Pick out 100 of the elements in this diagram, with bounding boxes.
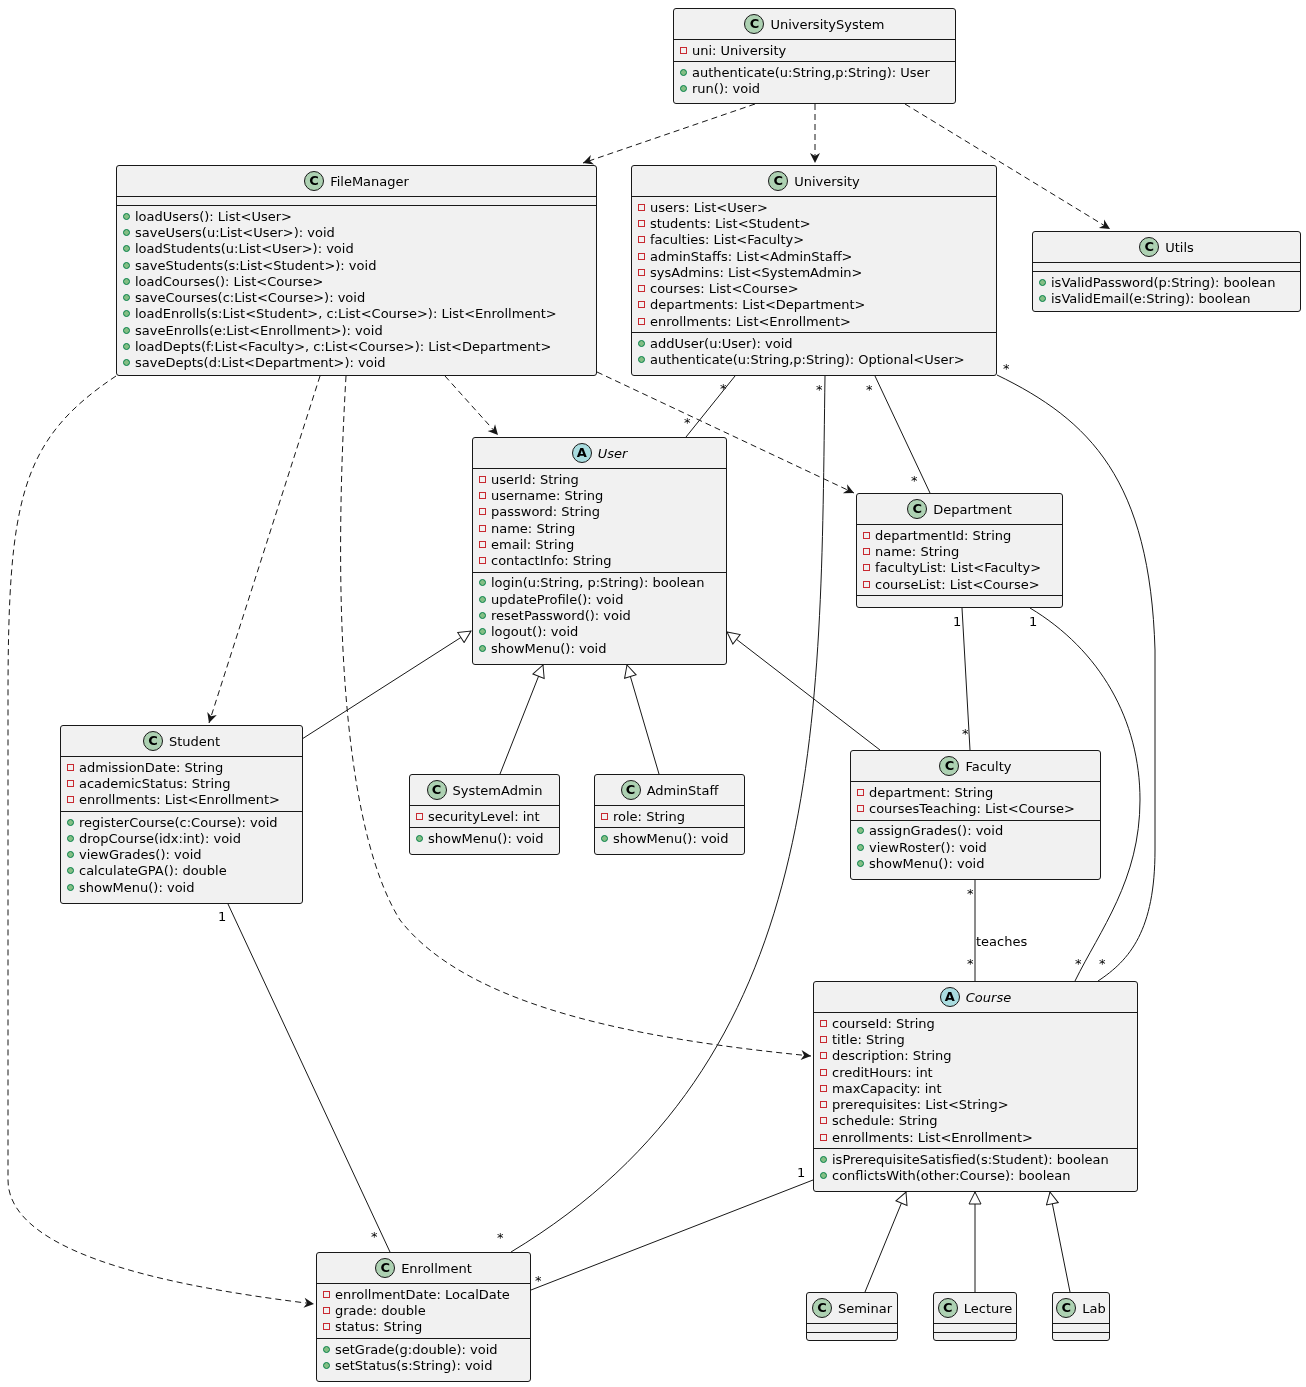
method-text: setStatus(s:String): void	[335, 1357, 493, 1373]
class-name: Lab	[1082, 1300, 1106, 1316]
class-name: Enrollment	[401, 1260, 472, 1276]
attribute-text: email: String	[491, 536, 575, 552]
attribute-text: courseId: String	[832, 1015, 935, 1031]
class-box	[856, 493, 1063, 608]
attribute-text: uni: University	[692, 42, 787, 58]
method-text: assignGrades(): void	[869, 823, 1004, 839]
multiplicity-label: *	[1099, 957, 1106, 970]
multiplicity-label: *	[1075, 957, 1082, 970]
class-name: FileManager	[330, 173, 409, 189]
multiplicity-label: *	[962, 727, 969, 740]
attribute-text: maxCapacity: int	[832, 1080, 942, 1096]
association-line	[996, 374, 1156, 982]
dependency-arrow	[444, 375, 499, 436]
method-text: loadStudents(u:List<User>): void	[135, 241, 354, 257]
class-type-icon: A	[571, 443, 592, 463]
dependency-arrow	[7, 375, 315, 1308]
class-type-icon: C	[744, 14, 765, 34]
attribute-text: sysAdmins: List<SystemAdmin>	[650, 264, 863, 280]
method-text: loadDepts(f:List<Faculty>, c:List<Course>): List<Department>	[135, 339, 552, 354]
method-text: authenticate(u:String,p:String): User	[692, 64, 930, 80]
attribute-text: username: String	[491, 487, 604, 503]
inheritance-arrow	[1045, 1191, 1071, 1293]
method-text: isValidEmail(e:String): boolean	[1051, 290, 1251, 306]
method-text: loadEnrolls(s:List<Student>, c:List<Course>): List<Enrollment>	[135, 306, 557, 322]
dependency-arrow	[582, 103, 756, 165]
dependency-arrow	[207, 375, 321, 724]
multiplicity-label: 1	[218, 910, 227, 923]
association-line	[227, 903, 391, 1253]
attribute-text: faculties: List<Faculty>	[650, 232, 805, 248]
method-text: showMenu(): void	[491, 640, 607, 656]
multiplicity-label: *	[497, 1231, 504, 1244]
class-name: SystemAdmin	[452, 782, 543, 798]
attribute-text: enrollments: List<Enrollment>	[650, 313, 851, 329]
inheritance-arrow	[968, 1191, 982, 1293]
multiplicity-label: 1	[1029, 615, 1038, 628]
method-text: saveEnrolls(e:List<Enrollment>): void	[135, 322, 383, 338]
method-text: isPrerequisiteSatisfied(s:Student): boolean	[832, 1152, 1109, 1167]
class-type-icon: C	[375, 1258, 396, 1278]
method-text: saveDepts(d:List<Department>): void	[135, 355, 386, 371]
class-type-icon: C	[939, 756, 960, 776]
attribute-text: prerequisites: List<String>	[832, 1097, 1009, 1113]
class-name: AdminStaff	[646, 782, 719, 798]
class-type-icon: C	[620, 780, 641, 800]
multiplicity-label: *	[967, 887, 974, 900]
class-type-icon: C	[142, 731, 163, 751]
class-name: Faculty	[965, 758, 1012, 774]
inheritance-arrow	[624, 664, 660, 775]
multiplicity-label: *	[371, 1230, 378, 1243]
multiplicity-label: *	[911, 474, 918, 487]
attribute-text: title: String	[832, 1031, 905, 1047]
class-box	[933, 1292, 1017, 1341]
attribute-text: students: List<Student>	[650, 215, 811, 231]
attribute-text: contactInfo: String	[491, 553, 612, 569]
class-type-icon: C	[768, 171, 789, 191]
attribute-text: departmentId: String	[875, 527, 1012, 543]
attribute-text: grade: double	[335, 1302, 426, 1318]
inheritance-arrow	[499, 664, 545, 775]
attribute-text: academicStatus: String	[79, 775, 231, 791]
method-text: login(u:String, p:String): boolean	[491, 575, 705, 591]
dependency-arrow	[596, 371, 855, 494]
attribute-text: userId: String	[491, 471, 579, 487]
attribute-text: schedule: String	[832, 1113, 938, 1129]
method-text: isValidPassword(p:String): boolean	[1051, 274, 1276, 290]
attribute-text: coursesTeaching: List<Course>	[869, 800, 1075, 816]
method-text: showMenu(): void	[428, 830, 544, 846]
attribute-text: courseList: List<Course>	[875, 576, 1040, 592]
method-text: registerCourse(c:Course): void	[79, 814, 278, 830]
method-text: showMenu(): void	[869, 855, 985, 871]
method-text: showMenu(): void	[79, 879, 195, 895]
attribute-text: password: String	[491, 504, 601, 520]
association-line	[961, 607, 971, 751]
method-text: setGrade(g:double): void	[335, 1341, 498, 1357]
class-name: University	[794, 173, 860, 189]
dependency-arrow	[810, 103, 820, 164]
class-box	[594, 774, 745, 855]
association-line	[974, 879, 976, 982]
multiplicity-label: *	[1003, 362, 1010, 375]
attribute-text: enrollments: List<Enrollment>	[832, 1129, 1033, 1145]
class-box	[673, 8, 956, 104]
class-box	[1052, 1292, 1110, 1341]
attribute-text: name: String	[875, 543, 960, 559]
association-line	[510, 375, 826, 1253]
class-name: Student	[168, 733, 221, 749]
class-type-icon: C	[811, 1298, 832, 1318]
multiplicity-label: *	[816, 383, 823, 396]
class-type-icon: C	[1139, 237, 1160, 257]
association-line	[874, 375, 931, 494]
class-box	[1032, 231, 1301, 312]
method-text: resetPassword(): void	[491, 608, 631, 623]
attribute-text: departments: List<Department>	[650, 297, 866, 313]
attribute-text: status: String	[335, 1319, 423, 1335]
method-text: loadCourses(): List<Course>	[135, 273, 324, 289]
multiplicity-label: *	[684, 416, 691, 429]
class-type-icon: C	[1056, 1298, 1077, 1318]
class-type-icon: C	[937, 1298, 958, 1318]
class-box	[409, 774, 560, 855]
multiplicity-label: *	[720, 382, 727, 395]
method-text: calculateGPA(): double	[79, 863, 227, 879]
